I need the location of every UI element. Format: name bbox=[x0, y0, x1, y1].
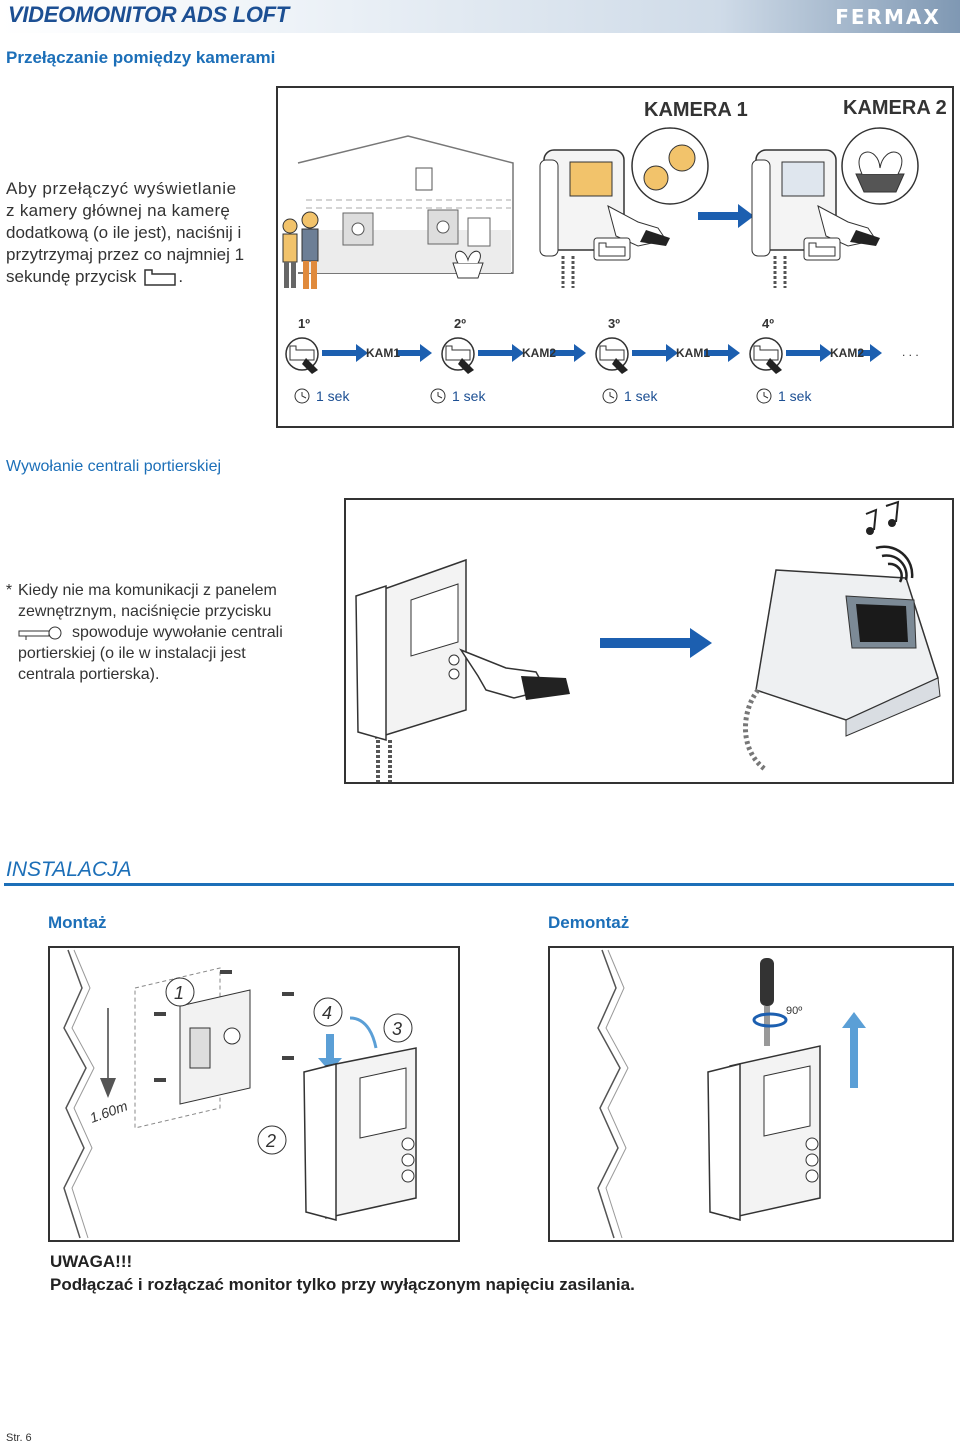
sequence-button-icon bbox=[441, 337, 475, 374]
mount-title: Montaż bbox=[48, 913, 107, 932]
monitor-illustration bbox=[303, 1047, 417, 1221]
angle-label: 90º bbox=[786, 1005, 802, 1017]
installation-title: INSTALACJA bbox=[6, 858, 132, 881]
asterisk-marker: * bbox=[5, 582, 13, 599]
monitor-illustration bbox=[707, 1045, 821, 1221]
description-line: portierskiej (o ile w instalacji jest bbox=[18, 645, 246, 662]
concierge-figure bbox=[344, 498, 954, 784]
description-line: przytrzymaj przez co najmniej 1 bbox=[6, 245, 245, 264]
concierge-illustration bbox=[355, 500, 941, 782]
rotate-arrow-icon bbox=[752, 1012, 788, 1028]
wall-bracket-illustration bbox=[134, 967, 251, 1129]
screwdriver-icon bbox=[760, 958, 774, 1046]
sequence-camera-label: KAM2 bbox=[522, 346, 556, 360]
dismount-figure: 90º bbox=[548, 946, 954, 1242]
svg-text:3: 3 bbox=[392, 1019, 402, 1039]
description-line: dodatkową (o ile jest), naciśnij i bbox=[6, 223, 242, 242]
description-line: sekundę przycisk bbox=[6, 267, 137, 286]
description-line: z kamery głównej na kamerę bbox=[6, 201, 231, 220]
step-2-marker: 2 bbox=[257, 1125, 287, 1155]
mount-illustration: 1.60m 1 2 3 4 bbox=[63, 949, 417, 1239]
sequence-time: 1 sek bbox=[778, 388, 812, 404]
sequence-arrow-icon bbox=[322, 344, 882, 362]
concierge-unit-illustration bbox=[742, 569, 941, 773]
clock-icon bbox=[430, 388, 446, 404]
description-line: Aby przełączyć wyświetlanie bbox=[6, 179, 237, 198]
camera-1-label: KAMERA 1 bbox=[644, 99, 748, 121]
up-arrow-icon bbox=[842, 1012, 866, 1088]
document-title: VIDEOMONITOR ADS LOFT bbox=[8, 2, 289, 27]
pressing-hand-illustration bbox=[459, 648, 570, 700]
wall-edge bbox=[605, 949, 629, 1239]
warning-title: UWAGA!!! bbox=[50, 1252, 133, 1271]
height-label: 1.60m bbox=[88, 1097, 130, 1125]
svg-text:1: 1 bbox=[174, 983, 184, 1003]
sequence-camera-label: KAM1 bbox=[676, 346, 710, 360]
sequence-step: 2º bbox=[454, 316, 466, 331]
installation-rule bbox=[4, 883, 954, 886]
camera-switch-figure: KAMERA 1 KAMERA 2 bbox=[276, 86, 954, 428]
clock-icon bbox=[756, 388, 772, 404]
wall-edge bbox=[597, 949, 621, 1239]
dismount-title: Demontaż bbox=[548, 913, 630, 932]
sequence-time: 1 sek bbox=[624, 388, 658, 404]
clock-icon bbox=[602, 388, 618, 404]
arrow-to-camera-2 bbox=[698, 204, 754, 228]
fermax-logo: FERMAX bbox=[835, 5, 941, 29]
curved-arrow-icon bbox=[349, 1016, 378, 1049]
height-arrow-head bbox=[100, 1078, 116, 1098]
warning-text: Podłączać i rozłączać monitor tylko przy… bbox=[50, 1275, 635, 1294]
camera-switch-illustration: KAMERA 1 KAMERA 2 bbox=[282, 97, 947, 404]
screw-icon bbox=[154, 970, 294, 1082]
sequence-step: 1º bbox=[298, 316, 310, 331]
key-button-icon bbox=[18, 626, 62, 640]
wall-edge bbox=[71, 949, 95, 1239]
sequence-time: 1 sek bbox=[452, 388, 486, 404]
monitor-camera-2 bbox=[751, 127, 919, 288]
sequence-step: 3º bbox=[608, 316, 620, 331]
description-end: . bbox=[178, 267, 184, 286]
house-illustration bbox=[297, 135, 514, 279]
concierge-title: Wywołanie centrali portierskiej bbox=[6, 458, 222, 475]
step-4-marker: 4 bbox=[313, 997, 343, 1027]
step-3-marker: 3 bbox=[383, 1013, 413, 1043]
concierge-description: * Kiedy nie ma komunikacji z panelem zew… bbox=[0, 580, 344, 685]
wall-edge bbox=[63, 949, 87, 1239]
ringing-icon bbox=[865, 500, 914, 583]
camera-switch-title: Przełączanie pomiędzy kamerami bbox=[6, 48, 276, 67]
camera-switch-description: Aby przełączyć wyświetlanie z kamery głó… bbox=[6, 178, 276, 288]
camera-button-icon bbox=[144, 269, 177, 286]
svg-text:2: 2 bbox=[265, 1131, 276, 1151]
description-line: spowoduje wywołanie centrali bbox=[72, 624, 283, 641]
svg-text:4: 4 bbox=[322, 1003, 332, 1023]
sequence-button-icon bbox=[749, 337, 783, 374]
sequence-step: 4º bbox=[762, 316, 774, 331]
mount-figure: 1.60m 1 2 3 4 bbox=[48, 946, 460, 1242]
step-1-marker: 1 bbox=[165, 977, 195, 1007]
sequence-ellipsis: . . . bbox=[902, 345, 919, 359]
header-bar bbox=[0, 0, 960, 33]
camera-2-label: KAMERA 2 bbox=[843, 97, 947, 119]
description-line: centrala portierska). bbox=[18, 666, 160, 683]
down-arrow-icon bbox=[318, 1034, 342, 1072]
monitor-camera-1 bbox=[539, 127, 709, 288]
visitors-illustration bbox=[282, 211, 319, 289]
sequence-button-icon bbox=[285, 337, 319, 374]
sequence-time: 1 sek bbox=[316, 388, 350, 404]
description-line: Kiedy nie ma komunikacji z panelem bbox=[18, 582, 277, 599]
arrow-to-concierge bbox=[600, 628, 712, 658]
clock-icon bbox=[294, 388, 310, 404]
sequence-camera-label: KAM2 bbox=[830, 346, 864, 360]
sequence-camera-label: KAM1 bbox=[366, 346, 400, 360]
page-number: Str. 6 bbox=[6, 1432, 32, 1444]
monitor-illustration bbox=[355, 558, 467, 782]
description-line: zewnętrznym, naciśnięcie przycisku bbox=[18, 603, 272, 620]
sequence-button-icon bbox=[595, 337, 629, 374]
dismount-illustration: 90º bbox=[597, 949, 866, 1239]
